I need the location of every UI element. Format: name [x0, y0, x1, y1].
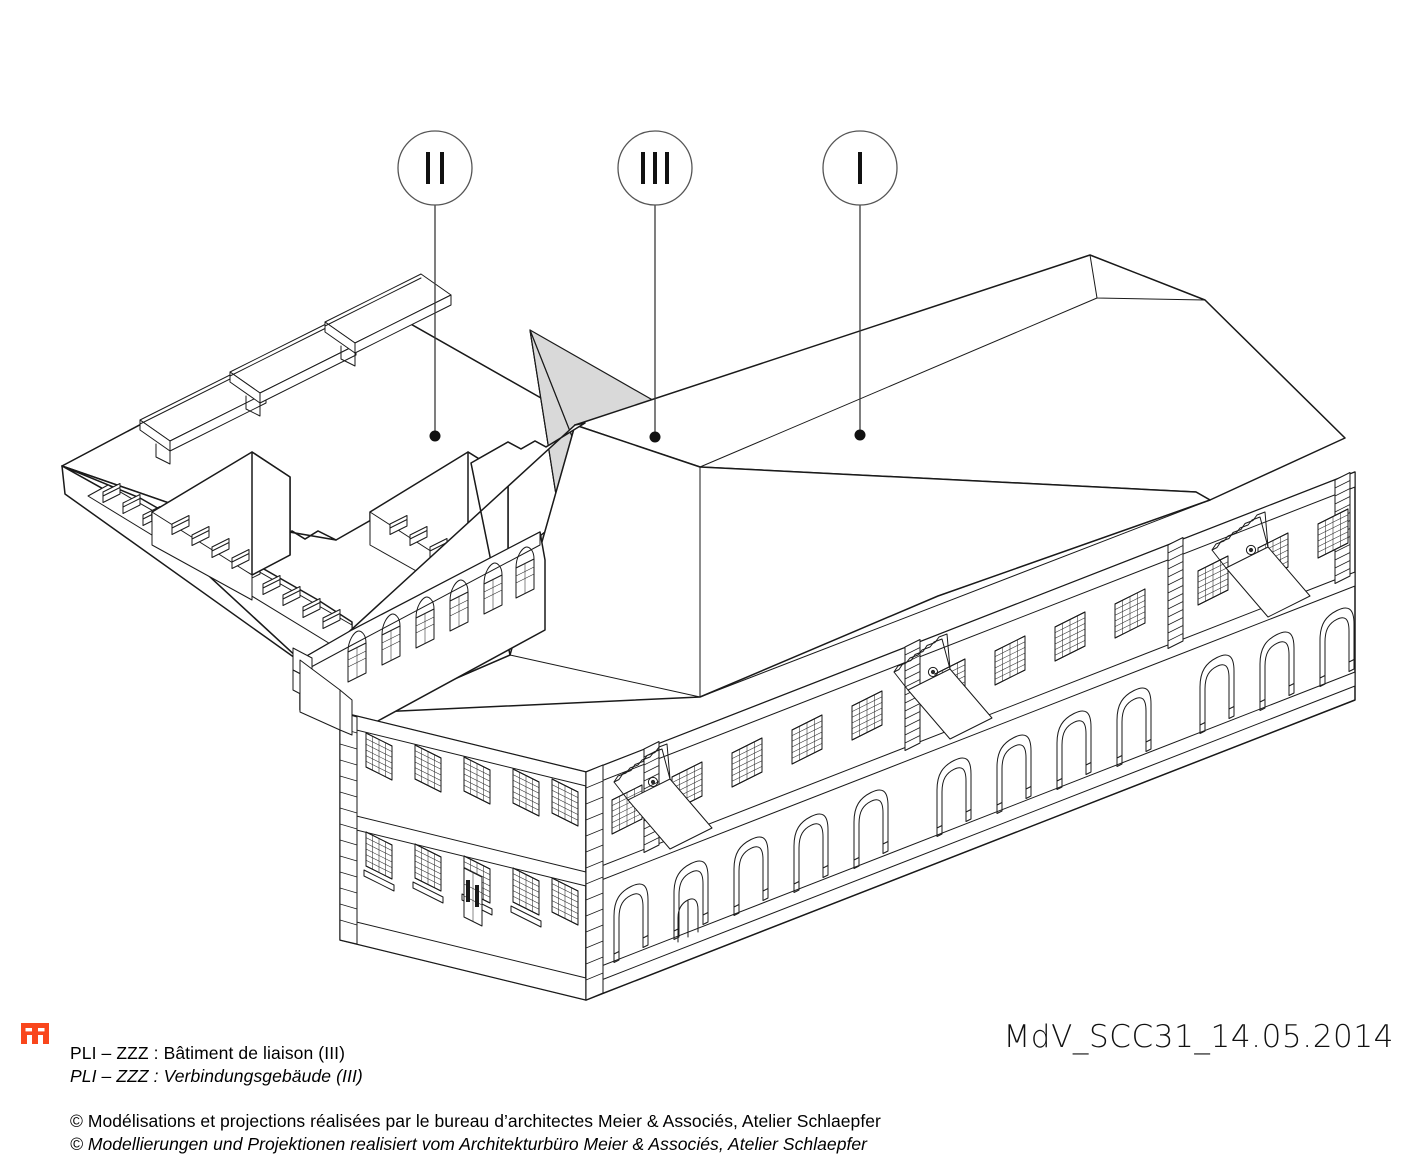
sheet-id-label: MdV_SCC31_14.05.2014: [1003, 1019, 1394, 1055]
callout-I-dot: [854, 429, 866, 441]
callout-III-numeral: [641, 152, 669, 184]
callout-II[interactable]: [397, 130, 473, 442]
callout-I[interactable]: [822, 130, 898, 441]
facade-arched-niche: [677, 898, 699, 943]
callout-II-numeral: [426, 152, 444, 184]
rear-wing-roof: [61, 273, 586, 664]
caption-line-fr: PLI – ZZZ : Bâtiment de liaison (III): [70, 1043, 346, 1063]
callout-II-dot: [429, 430, 441, 442]
caption-line-de: PLI – ZZZ : Verbindungsgebäude (III): [70, 1065, 363, 1086]
left-gable-end-facade: [339, 711, 587, 1001]
copyright-block: © Modélisations et projections réalisées…: [70, 1110, 1070, 1156]
rear-facade-window-row: [347, 558, 535, 683]
copyright-line-fr: © Modélisations et projections réalisées…: [70, 1111, 881, 1131]
copyright-line-de: © Modellierungen und Projektionen realis…: [70, 1134, 868, 1155]
callout-II-circle[interactable]: [397, 130, 473, 206]
callout-III-dot: [649, 431, 661, 443]
callout-I-numeral: [858, 152, 862, 184]
rear-wing-return-facade: [299, 659, 353, 736]
red-building-logo: [21, 1023, 49, 1044]
main-range-front-facade: [585, 471, 1356, 1001]
callout-layer: [397, 130, 898, 443]
caption-block: PLI – ZZZ : Bâtiment de liaison (III) PL…: [70, 1042, 970, 1088]
callout-III[interactable]: [617, 130, 693, 443]
